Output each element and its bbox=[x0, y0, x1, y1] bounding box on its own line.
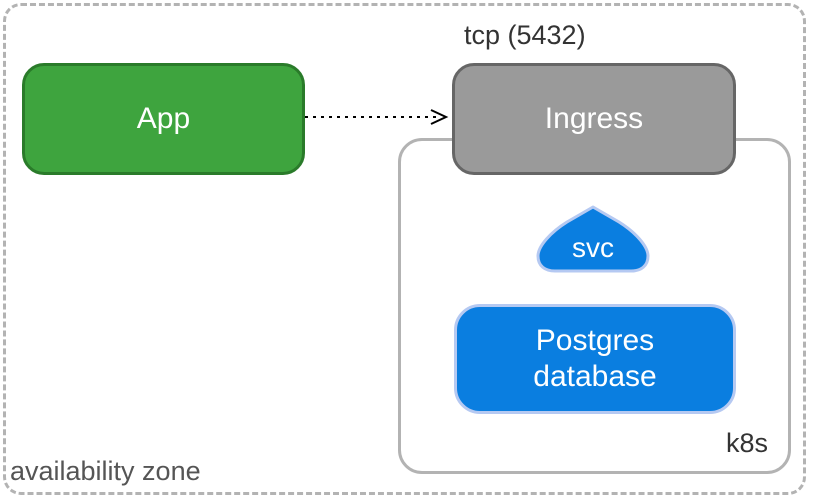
service-node[interactable]: svc bbox=[535, 204, 651, 274]
k8s-cluster-label: k8s bbox=[726, 428, 769, 458]
database-label-line-1: Postgres bbox=[535, 324, 655, 357]
postgres-database-node[interactable]: Postgres database bbox=[454, 304, 736, 414]
app-node-label: App bbox=[136, 102, 191, 135]
service-node-label: svc bbox=[572, 232, 614, 263]
availability-zone-boundary bbox=[3, 3, 806, 495]
arrowhead-icon bbox=[430, 109, 449, 125]
availability-zone-label: availability zone bbox=[10, 456, 201, 486]
protocol-label: tcp (5432) bbox=[464, 20, 586, 50]
app-node[interactable]: App bbox=[22, 63, 305, 175]
service-shape-icon bbox=[536, 205, 650, 273]
database-label-line-2: database bbox=[533, 360, 657, 393]
ingress-node[interactable]: Ingress bbox=[452, 63, 736, 175]
ingress-node-label: Ingress bbox=[544, 102, 644, 135]
